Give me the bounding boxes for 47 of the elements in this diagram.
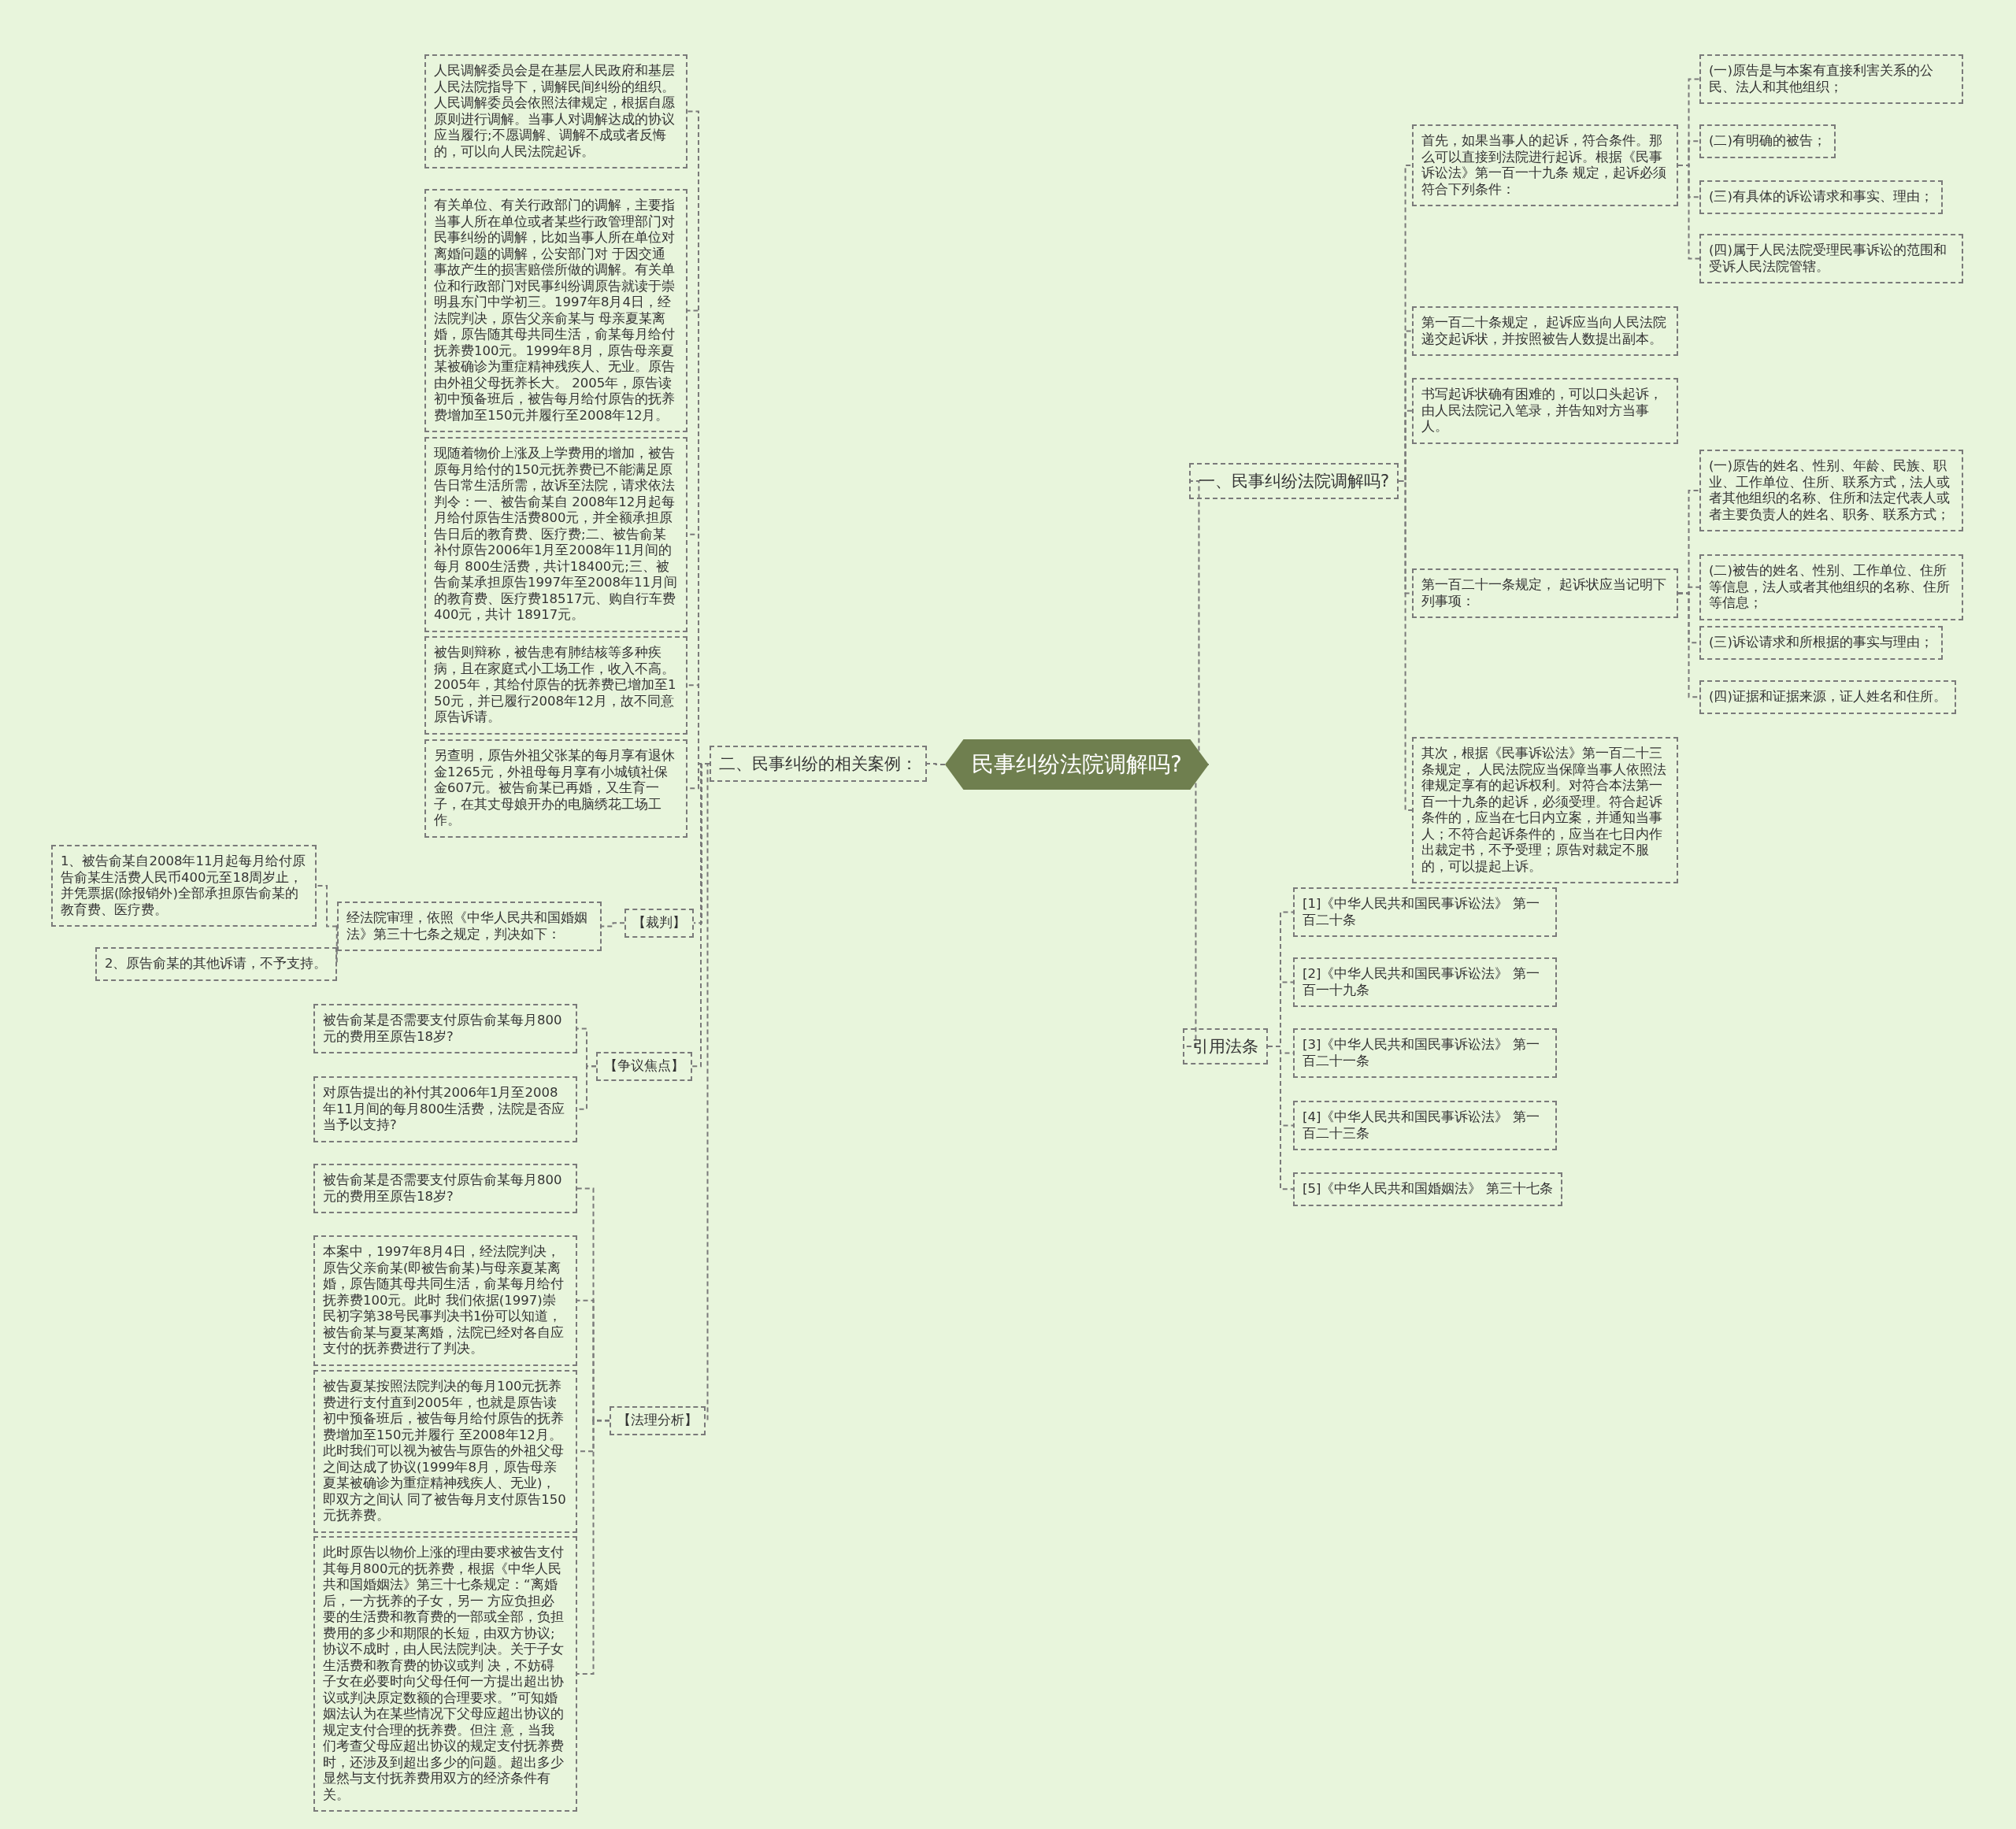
text-box: [2]《中华人民共和国民事诉讼法》 第一百一十九条 [1293, 957, 1557, 1007]
text-box: 被告夏某按照法院判决的每月100元抚养费进行支付直到2005年，也就是原告读初中预备班后，被告每月给付原告的抚养费增加至150元并履行 至2008年12月。此时我们可以视为被告与原告的外祖父母之间达成了协议(1999年8月，原告母亲夏某被确诊为重症精神残疾人、无业)，即双方之间认 同了被告每月支付原告150元抚养费。 [313, 1370, 577, 1533]
text-box: 被告俞某是否需要支付原告俞某每月800元的费用至原告18岁? [313, 1164, 577, 1213]
text-box: (一)原告的姓名、性别、年龄、民族、职业、工作单位、住所、联系方式，法人或者其他组织的名称、住所和法定代表人或者主要负责人的姓名、职务、联系方式； [1699, 450, 1963, 531]
connector-line [316, 885, 338, 927]
text-box: 2、原告俞某的其他诉请，不予支持。 [95, 947, 337, 981]
topic-box: 一、民事纠纷法院调解吗? [1189, 463, 1399, 499]
text-box: 被告则辩称，被告患有肺结核等多种疾病，且在家庭式小工场工作，收入不高。2005年，其给付原告的抚养费已增加至150元，并已履行2008年12月，故不同意原告诉请。 [424, 636, 687, 735]
text-box: [5]《中华人民共和国婚姻法》 第三十七条 [1293, 1172, 1562, 1206]
text-box: 此时原告以物价上涨的理由要求被告支付其每月800元的抚养费，根据《中华人民共和国婚姻法》第三十七条规定：“离婚后，一方抚养的子女，另一 方应负担必要的生活费和教育费的一部或全部，负担费用的多少和期限的长短，由双方协议;协议不成时，由人民法院判决。关于子女生活费和教育费的协议或判 决，不妨碍子女在必要时向父母任何一方提出超出协议或判决原定数额的合理要求。”可知婚姻法认为在某些情况下父母应超出协议的规定支付合理的抚养费。但注 意，当我们考查父母应超出协议的规定支付抚养费时，还涉及到超出多少的问题。超出多少显然与支付抚养费用双方的经济条件有关。 [313, 1536, 577, 1812]
connector-line [926, 763, 946, 765]
text-box: (三)有具体的诉讼请求和事实、理由； [1699, 180, 1943, 214]
section-label-box: 【法理分析】 [610, 1406, 706, 1435]
text-box: (一)原告是与本案有直接利害关系的公民、法人和其他组织； [1699, 54, 1963, 104]
text-box: 首先，如果当事人的起诉，符合条件。那么可以直接到法院进行起诉。根据《民事诉讼法》第一百一十九条 规定，起诉必须符合下列条件： [1412, 124, 1678, 206]
text-box: [4]《中华人民共和国民事诉讼法》 第一百二十三条 [1293, 1101, 1557, 1150]
text-box: 本案中，1997年8月4日，经法院判决，原告父亲俞某(即被告俞某)与母亲夏某离婚，原告随其母共同生活，俞某每月给付抚养费100元。此时 我们依据(1997)崇民初字第38号民事判决书1份可以知道，被告俞某与夏某离婚，法院已经对各自应支付的抚养费进行了判决。 [313, 1235, 577, 1366]
text-box: 对原告提出的补付其2006年1月至2008年11月间的每月800生活费，法院是否应当予以支持? [313, 1076, 577, 1142]
text-box: (四)属于人民法院受理民事诉讼的范围和受诉人民法院管辖。 [1699, 234, 1963, 283]
text-box: 被告俞某是否需要支付原告俞某每月800元的费用至原告18岁? [313, 1004, 577, 1053]
section-label-box: 【争议焦点】 [596, 1052, 692, 1081]
text-box: (四)证据和证据来源，证人姓名和住所。 [1699, 680, 1956, 714]
text-box: 其次，根据《民事诉讼法》第一百二十三条规定， 人民法院应当保障当事人依照法律规定享有的起诉权利。对符合本法第一百一十九条的起诉，必须受理。符合起诉条件的，应当在七日内立案，并通知当事人；不符合起诉条件的，应当在七日内作出裁定书，不予受理；原告对裁定不服的，可以提起上诉。 [1412, 737, 1678, 883]
connector-line [1398, 480, 1413, 811]
text-box: (二)被告的姓名、性别、工作单位、住所等信息，法人或者其他组织的名称、住所等信息； [1699, 554, 1963, 620]
text-box: (三)诉讼请求和所根据的事实与理由； [1699, 626, 1943, 660]
text-box: 书写起诉状确有困难的，可以口头起诉，由人民法院记入笔录，并告知对方当事人。 [1412, 378, 1678, 444]
text-box: 第一百二十条规定， 起诉应当向人民法院递交起诉状，并按照被告人数提出副本。 [1412, 306, 1678, 356]
connector-line [1267, 1046, 1294, 1190]
text-box: (二)有明确的被告； [1699, 124, 1836, 158]
text-box: [1]《中华人民共和国民事诉讼法》 第一百二十条 [1293, 887, 1557, 937]
text-box: [3]《中华人民共和国民事诉讼法》 第一百二十一条 [1293, 1028, 1557, 1078]
topic-box: 二、民事纠纷的相关案例： [710, 746, 927, 782]
text-box: 人民调解委员会是在基层人民政府和基层人民法院指导下，调解民间纠纷的组织。人民调解委员会依照法律规定，根据自愿原则进行调解。当事人对调解达成的协议应当履行;不愿调解、调解不成或者反悔的，可以向人民法院起诉。 [424, 54, 687, 168]
connector-line [576, 1420, 610, 1675]
connector-line [601, 922, 625, 927]
text-box: 第一百二十一条规定， 起诉状应当记明下列事项： [1412, 568, 1678, 618]
text-box: 经法院审理，依照《中华人民共和国婚姻法》第三十七条之规定，判决如下： [337, 902, 602, 951]
text-box: 有关单位、有关行政部门的调解，主要指当事人所在单位或者某些行政管理部门对民事纠纷的调解，比如当事人所在单位对离婚问题的调解，公安部门对 于因交通事故产生的损害赔偿所做的调解。有关单位和行政部门对民事纠纷调原告就读于崇明县东门中学初三。1997年8月4日，经法院判决，原告父亲俞某与 母亲夏某离婚，原告随其母共同生活，俞某每月给付抚养费100元。1999年8月，原告母亲夏某被确诊为重症精神残疾人、无业。原告由外祖父母抚养长大。 2005年，原告读初中预备班后，被告每月给付原告的抚养费增加至150元并履行至2008年12月。 [424, 189, 687, 432]
text-box: 1、被告俞某自2008年11月起每月给付原告俞某生活费人民币400元至18周岁止，并凭票据(除报销外)全部承担原告俞某的教育费、医疗费。 [51, 845, 317, 927]
topic-box: 引用法条 [1183, 1028, 1268, 1064]
text-box: 另查明，原告外祖父张某的每月享有退休金1265元，外祖母每月享有小城镇社保金607元。被告俞某已再婚，又生育一子，在其丈母娘开办的电脑绣花工场工作。 [424, 739, 687, 838]
central-topic-hexagon: 民事纠纷法院调解吗? [945, 739, 1209, 790]
connector-line [1677, 165, 1700, 260]
text-box: 现随着物价上涨及上学费用的增加，被告原每月给付的150元抚养费已不能满足原告日常生活所需，故诉至法院，请求依法判令：一、被告俞某自 2008年12月起每月给付原告生活费800元，并全额承担原告日后的教育费、医疗费;二、被告俞某补付原告2006年1月至2008年11月间的每月 800生活费，共计18400元;三、被告俞某承担原告1997年至2008年11月间的教育费、医疗费18517元、购自行车费400元，共计 18917元。 [424, 437, 687, 632]
connector-line [705, 763, 710, 1422]
section-label-box: 【裁判】 [624, 909, 694, 938]
